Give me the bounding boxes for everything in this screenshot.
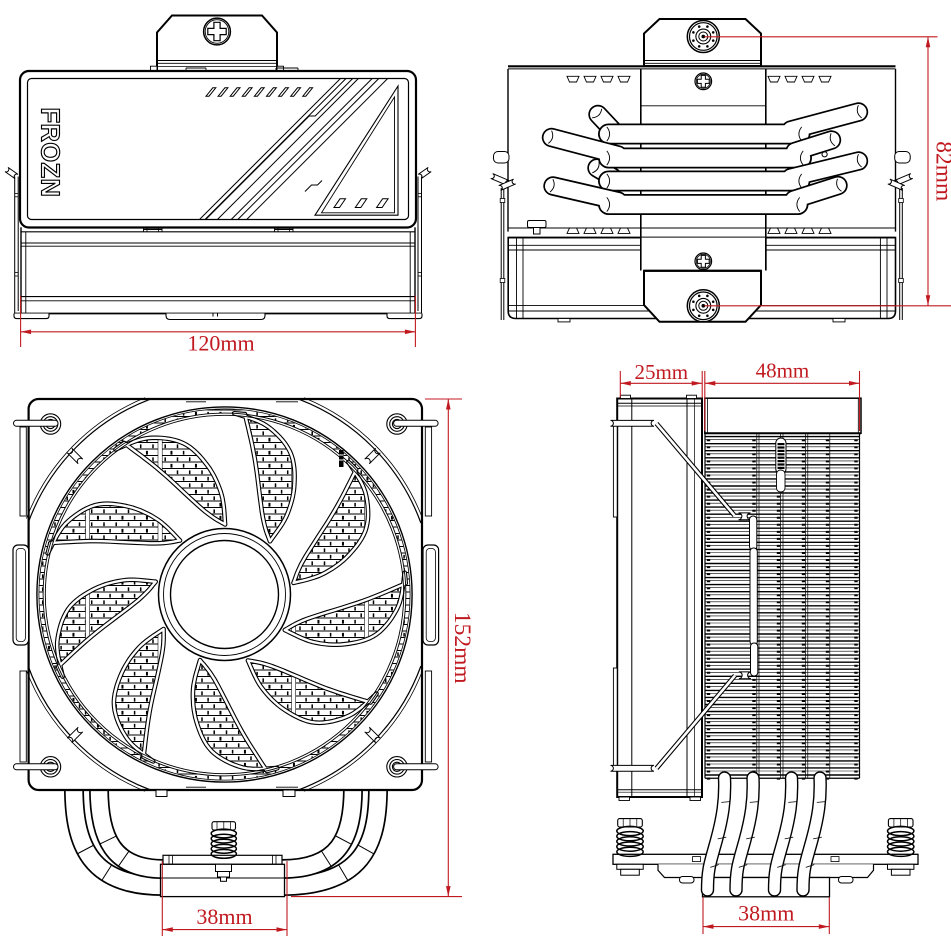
svg-text:38mm: 38mm [738,901,794,926]
svg-text:38mm: 38mm [196,904,252,929]
svg-text:48mm: 48mm [756,359,810,383]
svg-text:25mm: 25mm [634,360,688,384]
svg-text:120mm: 120mm [187,331,254,356]
svg-text:82mm: 82mm [931,141,951,201]
svg-text:152mm: 152mm [449,612,475,684]
svg-text:FROZN: FROZN [36,108,64,198]
